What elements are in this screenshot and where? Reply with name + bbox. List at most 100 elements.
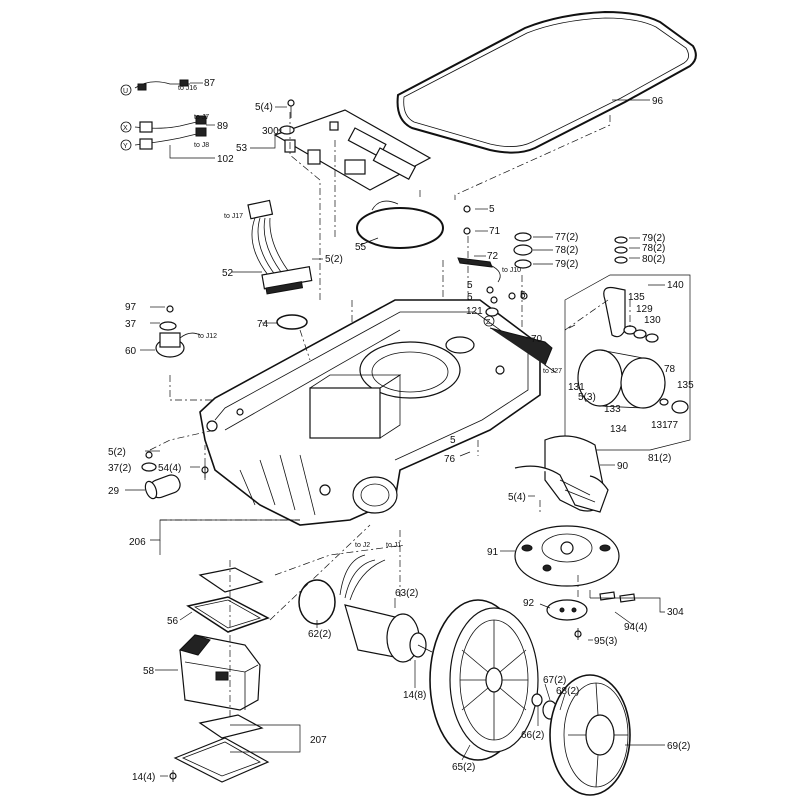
label-131: 131 [568,382,585,393]
wire-loop-55 [356,200,444,249]
note-to-j2: to J2 [355,542,370,549]
note-to-j10: to J10 [502,267,521,274]
label-77: 77(2) [555,232,578,243]
label-78c: 78 [664,364,676,375]
leader-lines [125,82,665,777]
o-ring-74 [276,314,308,330]
gasket-56 [186,596,270,633]
gasket-seal [396,10,697,154]
label-102: 102 [217,154,234,165]
bottom-cover [173,737,270,783]
label-140: 140 [667,280,684,291]
label-5-3: 5(3) [578,392,596,403]
hub-92 [546,599,588,621]
label-5-4b: 5(4) [508,492,526,503]
wheel-65 [429,599,539,761]
label-14-4: 14(4) [132,772,155,783]
label-65: 65(2) [452,762,475,773]
label-90: 90 [617,461,629,472]
label-130: 130 [644,315,661,326]
label-54: 54(4) [158,463,181,474]
label-78b: 78(2) [642,243,665,254]
label-74: 74 [257,319,269,330]
o-ring-62 [298,579,336,625]
bumper-sensor-29 [144,474,181,500]
label-207: 207 [310,735,327,746]
bearings-77-79 [513,232,628,269]
note-to-j27: to J27 [543,368,562,375]
label-5-4a: 5(4) [255,102,273,113]
label-37: 37 [125,319,137,330]
label-121: 121 [466,306,483,317]
label-135: 135 [628,292,645,303]
sensor-60 [155,305,201,358]
part-labels: 87 89 102 96 5(4) 300 53 5 71 72 77(2) 7… [108,78,694,783]
screw-14 [169,770,177,782]
note-to-j12: to J12 [198,333,217,340]
label-133: 133 [604,404,621,415]
label-37-2: 37(2) [108,463,131,474]
label-97: 97 [125,302,137,313]
label-300: 300 [262,126,279,137]
motor-plate-91 [514,525,620,587]
screws-5-121 [485,286,556,373]
label-5-2a: 5(2) [325,254,343,265]
label-5-top: 5 [489,204,495,215]
label-76: 76 [444,454,456,465]
label-5-a: 5 [467,280,473,291]
label-56: 56 [167,616,179,627]
label-5-d: 5 [450,435,456,446]
label-91: 91 [487,547,499,558]
label-69: 69(2) [667,741,690,752]
note-to-j7: to J7 [194,114,209,121]
label-87: 87 [204,78,216,89]
label-79b: 79(2) [642,233,665,244]
label-95: 95(3) [594,636,617,647]
label-81: 81(2) [648,453,671,464]
seal-206 [198,567,264,593]
label-131b: 131 [651,420,668,431]
label-52: 52 [222,268,234,279]
label-92: 92 [523,598,535,609]
small-screws-71-72 [457,205,501,283]
label-72: 72 [487,251,499,262]
label-5-b: 5 [467,292,473,303]
label-55: 55 [355,242,367,253]
label-89: 89 [217,121,229,132]
seal-207 [198,714,264,739]
label-71: 71 [489,226,501,237]
label-5-c: 5 [520,290,526,301]
clips-304 [599,591,636,603]
label-78: 78(2) [555,245,578,256]
motor-63 [339,554,433,663]
drive-sub-assembly [564,274,691,451]
screw-pcb [279,99,295,135]
connector-notes: to J16 to J7 to J8 to J17 to J12 to J10 … [178,85,562,549]
wire-harness-89: X Y [120,115,207,151]
label-53: 53 [236,143,248,154]
label-80: 80(2) [642,254,665,265]
label-134: 134 [610,424,627,435]
screw-95 [574,628,582,640]
label-304: 304 [667,607,684,618]
label-58: 58 [143,666,155,677]
note-to-j8: to J8 [194,142,209,149]
label-5-2b: 5(2) [108,447,126,458]
hub-cap-69 [549,674,631,796]
wheel-guard-90 [514,435,609,513]
label-129: 129 [636,304,653,315]
label-96: 96 [652,96,664,107]
note-to-j16: to J16 [178,85,197,92]
label-63: 63(2) [395,588,418,599]
cable-connector-52 [247,199,313,295]
label-79: 79(2) [555,259,578,270]
label-68: 68(2) [556,686,579,697]
label-60: 60 [125,346,137,357]
label-94: 94(4) [624,622,647,633]
marker-z: Z [486,319,491,326]
chassis-body [199,299,541,526]
label-29: 29 [108,486,120,497]
note-to-j17: to J17 [224,213,243,220]
